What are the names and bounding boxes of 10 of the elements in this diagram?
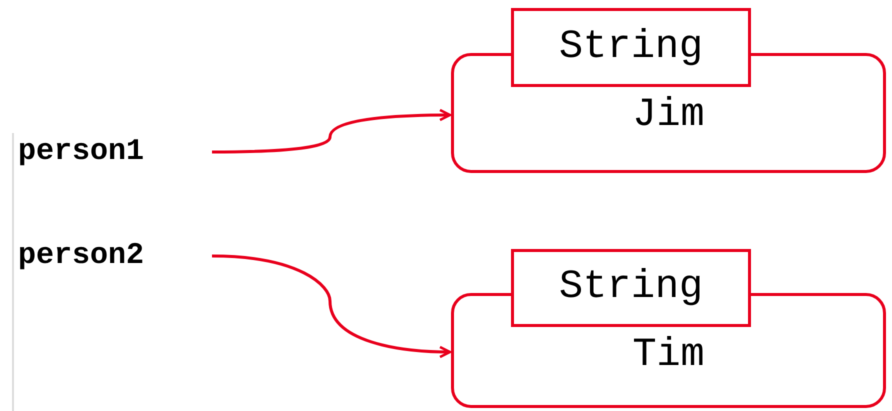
type-label-box xyxy=(511,8,751,87)
arrow xyxy=(212,108,452,154)
type-label-box xyxy=(511,249,751,327)
box-text: Tim xyxy=(632,336,704,376)
arrow xyxy=(212,254,452,358)
box-text: Jim xyxy=(632,96,704,136)
box-text: String xyxy=(558,28,704,68)
variable-name: person1 xyxy=(18,137,144,167)
variable-name: person2 xyxy=(18,241,144,271)
box-text: String xyxy=(558,268,704,308)
